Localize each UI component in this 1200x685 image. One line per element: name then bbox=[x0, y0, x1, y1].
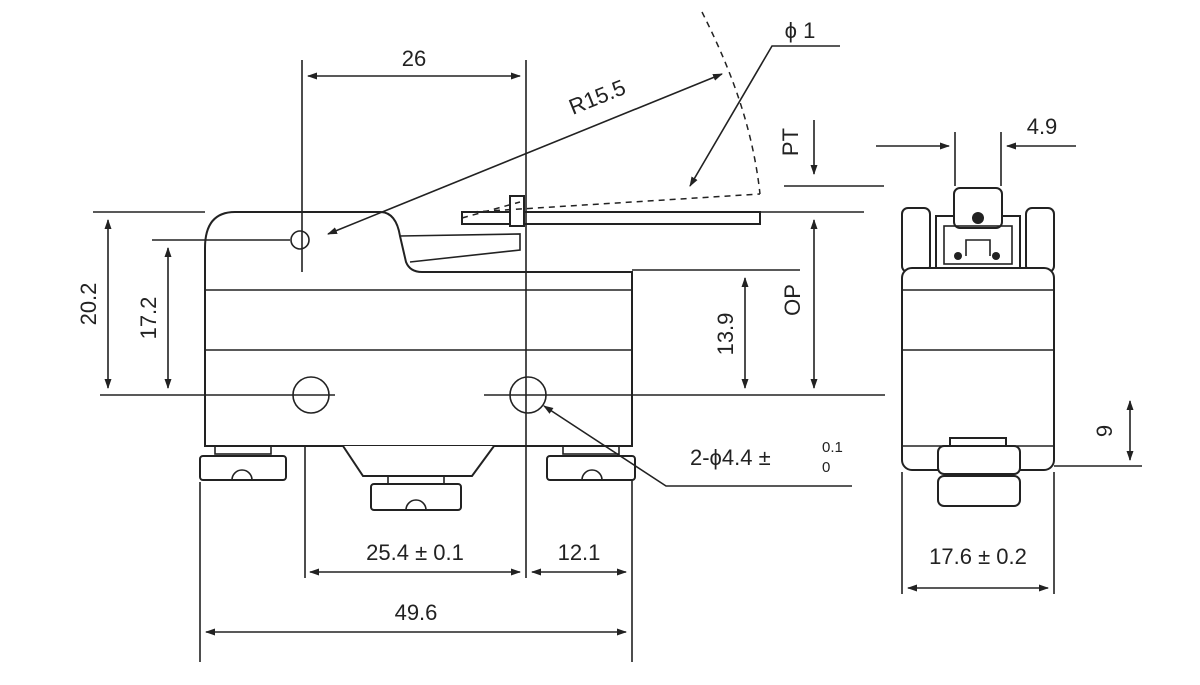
dim-line-r15-5 bbox=[327, 73, 723, 235]
dim-label-26: 26 bbox=[402, 46, 426, 71]
dim-label-op: OP bbox=[780, 284, 805, 316]
front-reference-lines bbox=[93, 60, 885, 662]
dim-label-20-2: 20.2 bbox=[76, 283, 101, 326]
leader-phi-1 bbox=[689, 45, 840, 187]
lever-swing-arc bbox=[701, 11, 761, 195]
terminal-common bbox=[370, 475, 462, 511]
dim-label-17-2: 17.2 bbox=[136, 297, 161, 340]
dim-label-49-6: 49.6 bbox=[395, 600, 438, 625]
side-plunger-guide bbox=[943, 225, 1013, 265]
dim-label-13-9: 13.9 bbox=[713, 313, 738, 356]
terminal-right bbox=[546, 445, 636, 481]
dim-label-9: 9 bbox=[1092, 425, 1117, 437]
switch-body-outline bbox=[204, 211, 633, 447]
dim-label-r15-5: R15.5 bbox=[565, 74, 629, 119]
side-pin-right bbox=[992, 252, 1000, 260]
lever-bracket bbox=[509, 195, 525, 227]
leader-hole-spec bbox=[543, 405, 852, 487]
side-terminal-upper bbox=[937, 445, 1021, 475]
side-plunger bbox=[953, 187, 1003, 229]
side-contact bbox=[965, 239, 991, 256]
side-pin-top bbox=[972, 212, 984, 224]
side-reference-lines bbox=[901, 132, 1142, 594]
side-view bbox=[901, 187, 1055, 507]
front-view bbox=[199, 11, 761, 511]
terminal-left bbox=[199, 445, 287, 481]
plunger bbox=[399, 233, 521, 263]
dim-label-pt: PT bbox=[778, 128, 803, 156]
side-pin-left bbox=[954, 252, 962, 260]
pivot-hole bbox=[290, 230, 310, 250]
dim-label-hole-tol-lower: 0 bbox=[822, 459, 830, 476]
side-post-right bbox=[1025, 207, 1055, 273]
side-terminal-lower bbox=[937, 475, 1021, 507]
dim-label-17-6: 17.6 ± 0.2 bbox=[929, 544, 1027, 569]
dim-label-phi-1: ϕ 1 bbox=[785, 18, 816, 43]
dim-label-hole-spec: 2-ϕ4.4 ± bbox=[690, 445, 771, 470]
dim-label-hole-tol-upper: 0.1 bbox=[822, 439, 843, 456]
dim-label-25-4: 25.4 ± 0.1 bbox=[366, 540, 464, 565]
dim-label-4-9: 4.9 bbox=[1027, 114, 1058, 139]
dim-label-12-1: 12.1 bbox=[558, 540, 601, 565]
lever-arm bbox=[461, 211, 761, 225]
side-post-left bbox=[901, 207, 931, 273]
